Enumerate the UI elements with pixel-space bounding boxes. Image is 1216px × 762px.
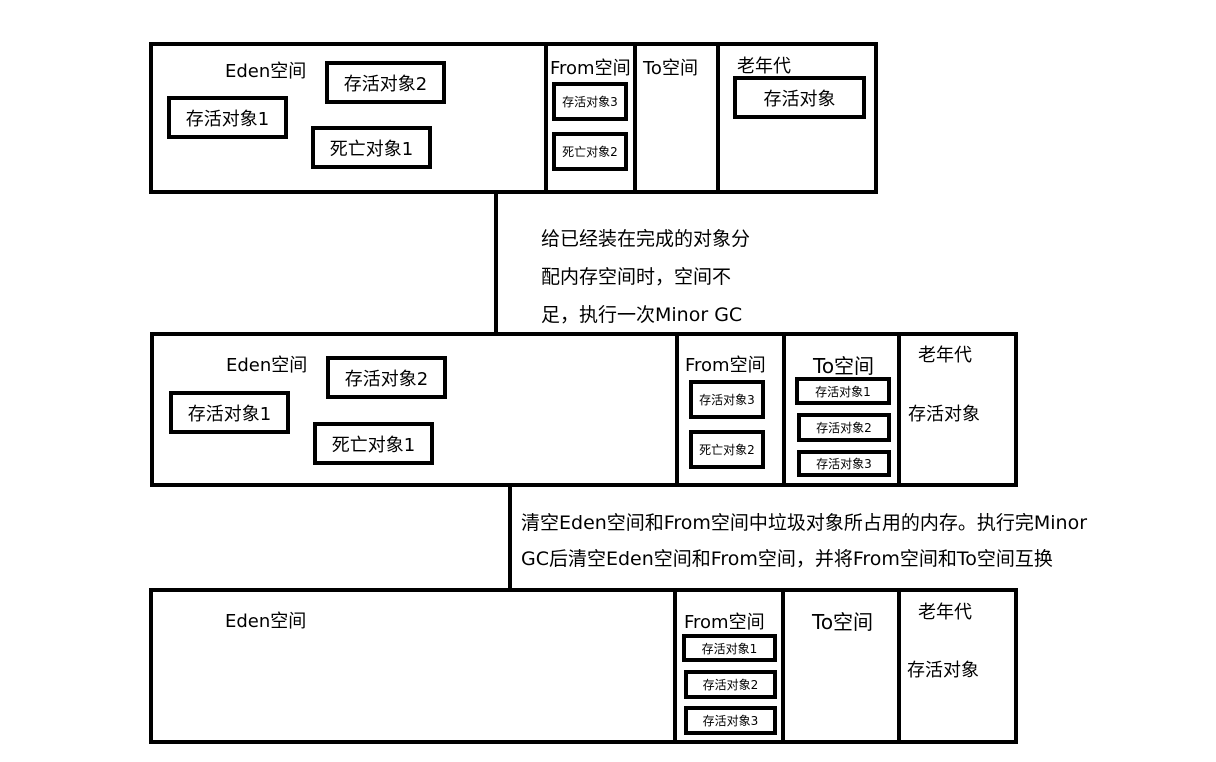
note-1-line: 配内存空间时，空间不 [541,266,732,288]
stage1-from-label: From空间 [550,58,631,79]
stage1-eden-label: Eden空间 [225,61,307,82]
stage2-from-object: 死亡对象2 [689,430,765,469]
stage3-old-label: 老年代 [918,602,972,623]
note-2-line: GC后清空Eden空间和From空间，并将From空间和To空间互换 [521,548,1053,570]
stage3-divider-from [673,588,677,744]
stage2-from-label: From空间 [685,355,766,376]
note-2-line: 清空Eden空间和From空间中垃圾对象所占用的内存。执行完Minor [521,512,1088,534]
stage1-from-object: 死亡对象2 [552,132,628,171]
stage1-old-object: 存活对象 [733,76,866,119]
note-1: 给已经装在完成的对象分 配内存空间时，空间不 足，执行一次Minor GC [541,220,750,334]
stage1-divider-from [544,42,548,194]
stage2-eden-object: 存活对象2 [326,356,447,399]
stage2-to-object: 存活对象3 [797,450,891,477]
stage2-eden-object: 死亡对象1 [313,422,434,465]
stage1-eden-object: 存活对象1 [167,96,288,139]
stage3-old-text: 存活对象 [907,660,979,681]
stage2-old-label: 老年代 [918,345,972,366]
stage3-eden-label: Eden空间 [225,611,307,632]
stage1-divider-to [633,42,637,194]
stage1-divider-old [716,42,720,194]
stage3-divider-to [781,588,785,744]
stage3-from-object: 存活对象2 [684,670,777,699]
stage1-old-label: 老年代 [737,56,791,77]
stage2-old-text: 存活对象 [908,404,980,425]
stage3-from-label: From空间 [684,612,765,633]
connector-2 [508,483,512,592]
stage2-eden-object: 存活对象1 [169,391,290,434]
stage3-from-object: 存活对象1 [682,634,777,662]
stage2-to-label: To空间 [813,354,875,378]
stage1-eden-object: 死亡对象1 [311,126,432,169]
stage2-divider-to [782,332,786,487]
stage2-divider-from [675,332,679,487]
stage3-heap [149,588,1018,744]
stage1-to-label: To空间 [643,58,698,79]
note-2: 清空Eden空间和From空间中垃圾对象所占用的内存。执行完Minor GC后清… [521,505,1087,577]
connector-1 [494,190,498,336]
stage2-to-object: 存活对象1 [795,377,891,405]
stage2-eden-label: Eden空间 [226,355,308,376]
stage3-to-label: To空间 [812,610,874,634]
note-1-line: 给已经装在完成的对象分 [541,228,751,250]
stage2-divider-old [897,332,901,487]
stage2-to-object: 存活对象2 [797,413,891,442]
stage3-divider-old [897,588,901,744]
stage1-from-object: 存活对象3 [552,82,628,121]
stage2-from-object: 存活对象3 [689,380,765,419]
stage3-from-object: 存活对象3 [684,706,777,735]
stage1-eden-object: 存活对象2 [325,61,446,104]
note-1-line: 足，执行一次Minor GC [541,304,743,326]
